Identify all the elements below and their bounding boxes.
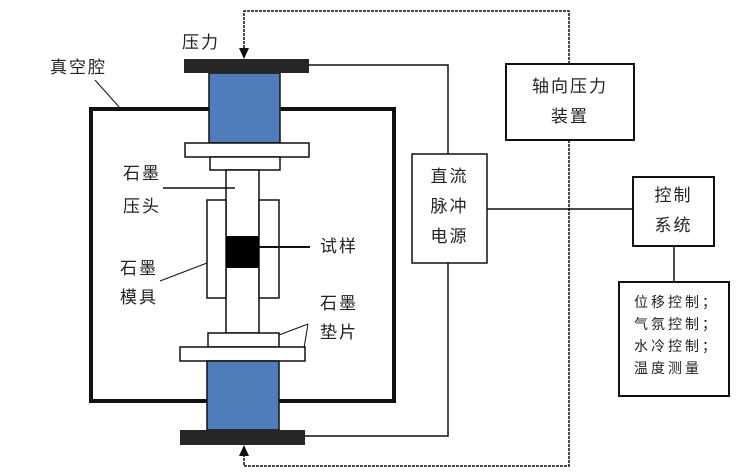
label-vacuum-chamber: 真空腔	[50, 58, 107, 78]
dc-pulse-power-line3: 电源	[430, 227, 469, 247]
arrow-up-icon	[239, 445, 249, 456]
control-function-item: 气氛控制；	[634, 317, 719, 333]
graphite-mold-right	[258, 199, 280, 299]
dc-pulse-power-line2: 脉冲	[430, 197, 469, 217]
leader-spacer-small	[278, 323, 309, 336]
leader-graphite-mold	[159, 262, 208, 282]
dc-wire-bottom	[305, 263, 449, 437]
pressure-line-bottom	[243, 140, 570, 467]
axial-pressure-line1: 轴向压力	[532, 77, 608, 97]
control-functions-list: 位移控制； 气氛控制； 水冷控制； 温度测量	[634, 292, 729, 380]
top-pressure-plate	[184, 59, 309, 73]
pressure-line-top	[243, 10, 570, 64]
bottom-pressure-plate	[180, 430, 305, 445]
leader-spacer-large	[303, 323, 309, 349]
graphite-mold-left	[206, 199, 227, 299]
control-system-line2: 系统	[654, 216, 693, 236]
axial-pressure-box	[505, 63, 635, 141]
control-functions-box	[618, 281, 730, 397]
top-graphite-spacer-small	[209, 156, 281, 171]
dc-pulse-power-box-text: 直流 脉冲 电源	[412, 162, 487, 252]
leader-vacuum-chamber	[94, 79, 121, 109]
bottom-graphite-spacer-small	[207, 332, 280, 348]
control-function-item: 温度测量	[634, 361, 702, 377]
label-graphite-mold-2: 模具	[120, 288, 158, 308]
control-system-box-text: 控制 系统	[633, 181, 714, 241]
label-graphite-mold-1: 石墨	[120, 259, 158, 279]
top-electrode	[208, 72, 281, 144]
axial-pressure-box-text: 轴向压力 装置	[506, 72, 634, 132]
label-pressure: 压力	[182, 33, 220, 53]
sample	[226, 236, 259, 268]
label-graphite-spacer-2: 垫片	[320, 323, 358, 343]
control-system-box	[632, 176, 715, 247]
arrow-down-icon	[239, 48, 249, 59]
top-graphite-spacer-large	[184, 142, 310, 158]
dc-wire-top	[309, 64, 449, 154]
label-sample: 试样	[320, 237, 358, 257]
control-function-item: 位移控制；	[634, 295, 719, 311]
bottom-graphite-spacer-large	[179, 346, 306, 362]
label-graphite-punch-1: 石墨	[123, 164, 161, 184]
dc-pulse-power-box	[411, 153, 488, 264]
control-function-item: 水冷控制；	[634, 339, 719, 355]
axial-pressure-line2: 装置	[551, 107, 589, 127]
label-graphite-spacer-1: 石墨	[320, 294, 358, 314]
label-graphite-punch-2: 压头	[123, 197, 161, 217]
control-system-line1: 控制	[654, 186, 693, 206]
bottom-electrode	[206, 360, 280, 431]
dc-pulse-power-line1: 直流	[430, 167, 469, 187]
